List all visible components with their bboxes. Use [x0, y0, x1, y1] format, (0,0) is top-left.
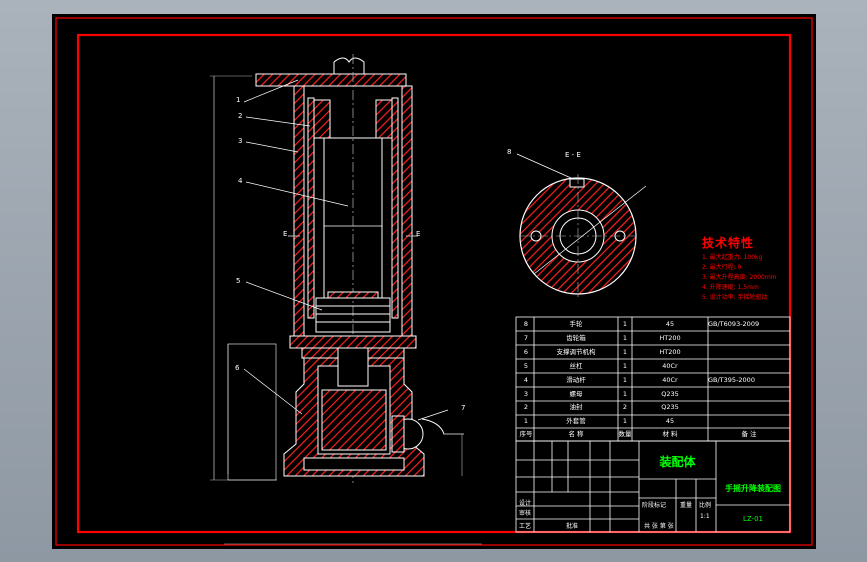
drawing-number: LZ-01 [742, 515, 763, 523]
tech-item: 2. 最大行程: 0 [702, 264, 742, 271]
parts-cell-material: HT200 [659, 333, 681, 342]
parts-cell-note: GB/T395-2000 [708, 375, 755, 384]
sheet-label: 共 张 第 张 [644, 523, 674, 530]
balloon-7: 7 [461, 404, 466, 412]
parts-cell-name: 螺母 [569, 389, 583, 398]
parts-cell-material: Q235 [661, 403, 679, 412]
stage-label: 阶段标记 [642, 502, 667, 509]
section-mark-right: E [416, 230, 421, 238]
parts-cell-material: 40Cr [662, 375, 678, 384]
header-material: 材 料 [662, 430, 678, 438]
parts-list-table [515, 316, 791, 442]
sign-design: 设计 [519, 500, 532, 507]
balloon-8: 8 [507, 148, 512, 156]
parts-row: 1 外套管 1 45 [516, 414, 790, 428]
parts-cell-no: 3 [523, 389, 529, 398]
balloon-1: 1 [236, 96, 241, 104]
outer-frame [55, 17, 813, 546]
tech-item: 5. 设计功率: 手摇轮驱动 [702, 294, 768, 301]
balloon-leaders [243, 79, 581, 421]
parts-cell-material: Q235 [661, 389, 679, 398]
parts-cell-no: 6 [523, 347, 529, 356]
parts-cell-qty: 1 [622, 347, 628, 356]
parts-cell-name: 外套管 [566, 417, 586, 426]
tech-requirements: 技术特性 1. 最大起重力: 100kg 2. 最大行程: 0 3. 最大升程高… [702, 234, 777, 303]
end-view-ee [519, 174, 647, 298]
parts-header-row: 序号 名 称 数量 材 料 备 注 [516, 428, 790, 441]
balloon-layer: 1 2 3 4 5 6 7 8 E E E - E [52, 14, 816, 549]
header-qty: 数量 [618, 430, 632, 438]
parts-row: 5 丝杠 1 40Cr [516, 359, 790, 373]
parts-cell-name: 齿轮箱 [566, 333, 586, 342]
balloon-4: 4 [238, 177, 243, 185]
parts-cell-name: 手轮 [569, 320, 583, 328]
parts-cell-qty: 1 [622, 361, 628, 370]
parts-cell-no: 8 [523, 320, 529, 328]
header-name: 名 称 [568, 430, 584, 438]
title-block-text: 装配体 手摇升降装配图 LZ-01 阶段标记 重量 比例 1:1 共 张 第 张… [516, 441, 790, 532]
parts-cell-material: HT200 [659, 347, 681, 356]
parts-cell-qty: 1 [622, 417, 628, 426]
parts-row: 2 油封 2 Q235 [516, 400, 790, 414]
cad-drawing [55, 17, 813, 546]
drawing-sheet: 1 2 3 4 5 6 7 8 E E E - E 技术特性 1. 最大起重力:… [52, 14, 816, 549]
parts-row: 4 滑动杆 1 40Cr GB/T395-2000 [516, 373, 790, 387]
sign-process: 工艺 [519, 523, 532, 530]
balloon-2: 2 [238, 112, 243, 120]
sign-approve: 批准 [566, 523, 579, 530]
inner-frame [76, 33, 792, 534]
balloon-5: 5 [236, 277, 241, 285]
ratio-label: 比例 [699, 502, 712, 509]
balloon-6: 6 [235, 364, 240, 372]
parts-cell-no: 2 [523, 403, 529, 412]
parts-row: 3 螺母 1 Q235 [516, 387, 790, 401]
scale-value: 1:1 [700, 513, 710, 520]
parts-cell-name: 支撑调节机构 [556, 347, 596, 356]
tech-item: 1. 最大起重力: 100kg [702, 254, 763, 261]
parts-cell-qty: 1 [622, 320, 628, 328]
parts-cell-no: 1 [523, 417, 529, 426]
parts-cell-qty: 1 [622, 375, 628, 384]
parts-cell-no: 7 [523, 333, 529, 342]
parts-cell-material: 45 [665, 417, 675, 426]
tech-title: 技术特性 [702, 236, 755, 250]
section-mark-left: E [283, 230, 288, 238]
parts-cell-name: 滑动杆 [566, 375, 586, 384]
parts-cell-qty: 1 [622, 333, 628, 342]
parts-cell-qty: 1 [622, 389, 628, 398]
tech-item: 3. 最大升程高度: 2000mm [702, 274, 777, 281]
title-block [515, 440, 791, 533]
weight-label: 重量 [680, 502, 693, 509]
end-view-label: E - E [565, 151, 581, 159]
parts-cell-name: 油封 [569, 403, 583, 412]
balloon-3: 3 [238, 137, 243, 145]
parts-cell-material: 45 [665, 320, 675, 328]
parts-cell-no: 5 [523, 361, 529, 370]
parts-cell-name: 丝杠 [569, 361, 583, 370]
assembly-name: 装配体 [659, 455, 696, 469]
parts-cell-material: 40Cr [662, 361, 678, 370]
parts-cell-note: GB/T6093-2009 [708, 320, 760, 328]
tech-item: 4. 升降速度: 1.5mm [702, 284, 759, 291]
header-note: 备 注 [741, 430, 757, 438]
drawing-title: 手摇升降装配图 [725, 484, 781, 493]
parts-row: 6 支撑调节机构 1 HT200 [516, 345, 790, 359]
header-no: 序号 [519, 430, 533, 438]
sign-review: 审核 [519, 510, 532, 517]
parts-cell-qty: 2 [622, 403, 628, 412]
parts-row: 8 手轮 1 45 GB/T6093-2009 [516, 317, 790, 331]
parts-cell-no: 4 [523, 375, 529, 384]
main-section-view [210, 54, 482, 545]
parts-row: 7 齿轮箱 1 HT200 [516, 331, 790, 345]
